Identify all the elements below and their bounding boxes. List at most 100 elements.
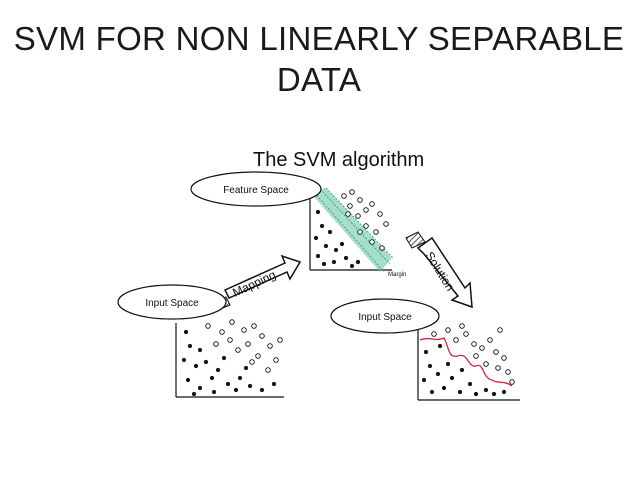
hollow-point [341,193,347,199]
hollow-point [213,341,219,347]
hollow-point [459,323,465,329]
hollow-point [241,327,247,333]
hollow-point [349,189,355,195]
filled-point [321,261,327,267]
filled-point [467,381,473,387]
margin-line-2 [319,188,391,265]
filled-point [441,385,447,391]
filled-point [187,343,193,349]
hollow-point [487,337,493,343]
filled-point [501,389,507,395]
filled-point [333,247,339,253]
margin-label: Margin [388,272,406,278]
filled-point [339,241,345,247]
filled-point [259,387,265,393]
filled-point [429,389,435,395]
filled-point [449,375,455,381]
filled-point [209,375,215,381]
filled-point [459,367,465,373]
hollow-point [227,337,233,343]
hollow-point [357,197,363,203]
left-input-space-plot [175,319,284,398]
hollow-point [383,221,389,227]
filled-point [237,375,243,381]
hollow-point [273,357,279,363]
hollow-point [345,211,351,217]
right-input-space-label: Input Space [358,312,412,323]
filled-point [181,357,187,363]
filled-point [185,377,191,383]
filled-point [423,349,429,355]
hollow-point [493,349,499,355]
hollow-point [267,343,273,349]
filled-point [315,209,321,215]
filled-point [427,363,433,369]
left-dots [181,319,283,397]
filled-point [203,359,209,365]
filled-point [271,381,277,387]
margin-line-1 [311,189,385,273]
right-input-space-callout: Input Space [330,298,440,334]
feature-space-callout: Feature Space [190,171,322,207]
hollow-point [471,341,477,347]
hollow-point [505,369,511,375]
margin-band [308,188,392,272]
filled-point [343,255,349,261]
filled-point [193,363,199,369]
hollow-point [251,323,257,329]
filled-point [225,381,231,387]
right-input-space-plot [417,323,520,401]
hollow-point [255,353,261,359]
hollow-point [509,379,515,385]
hollow-point [277,337,283,343]
filled-point [457,389,463,395]
hollow-point [363,207,369,213]
filled-point [355,259,361,265]
hollow-point [369,239,375,245]
hollow-point [205,323,211,329]
hollow-point [501,355,507,361]
filled-point [215,367,221,373]
filled-point [421,377,427,383]
hollow-point [431,331,437,337]
hollow-point [355,213,361,219]
feature-space-label: Feature Space [223,185,289,196]
filled-point [243,365,249,371]
hollow-point [245,341,251,347]
filled-point [191,391,197,397]
hollow-point [445,327,451,333]
filled-point [323,243,329,249]
mapping-arrow: Mapping [213,254,302,311]
filled-point [331,259,337,265]
hollow-point [357,229,363,235]
filled-point [327,229,333,235]
filled-point [183,329,189,335]
hollow-point [235,347,241,353]
hollow-point [379,245,385,251]
filled-point [211,389,217,395]
filled-point [233,387,239,393]
filled-point [247,383,253,389]
hollow-point [249,359,255,365]
hollow-point [495,365,501,371]
left-input-space-label: Input Space [145,298,199,309]
filled-point [197,347,203,353]
hollow-point [265,367,271,373]
filled-point [473,391,479,397]
slide-title: SVM FOR NON LINEARLY SEPARABLE DATA [0,18,638,100]
filled-point [197,385,203,391]
slide-title-line-2: DATA [276,61,362,98]
filled-point [319,223,325,229]
figure-heading: The SVM algorithm [253,149,424,171]
slide-title-line-1: SVM FOR NON LINEARLY SEPARABLE [13,20,625,57]
hollow-point [453,337,459,343]
mapping-label: Mapping [230,268,278,300]
filled-point [483,387,489,393]
hollow-point [369,201,375,207]
filled-point [437,343,443,349]
filled-point [221,355,227,361]
hollow-point [479,345,485,351]
hollow-point [483,361,489,367]
filled-point [491,391,497,397]
